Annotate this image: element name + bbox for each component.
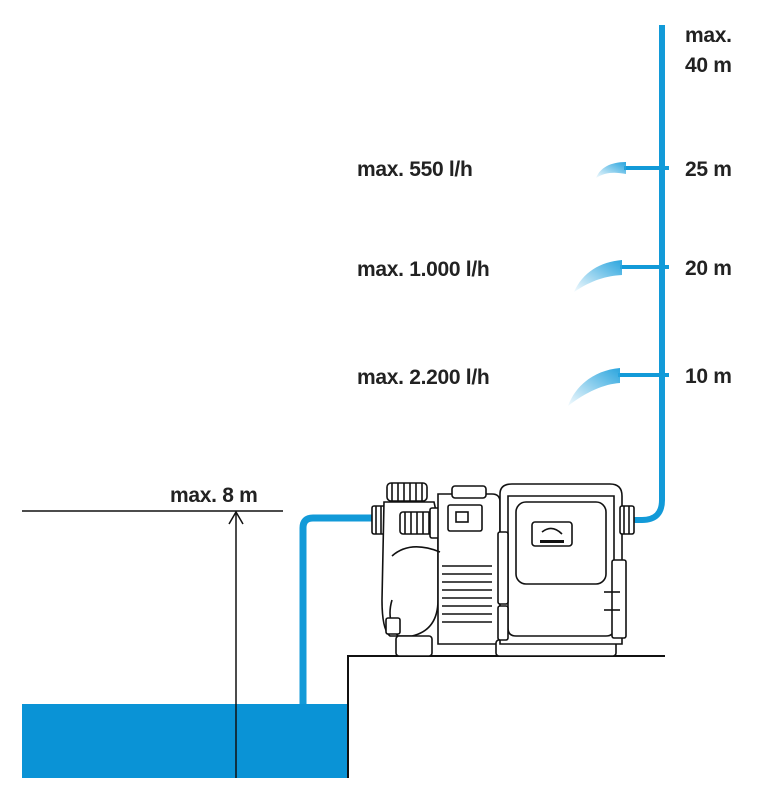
garden-pump-icon	[371, 482, 635, 657]
flow-1000-label: max. 1.000 l/h	[357, 258, 489, 281]
flow-2200-label: max. 2.200 l/h	[357, 366, 489, 389]
ground-shelf-line	[347, 655, 665, 778]
water-spray-icon	[574, 260, 622, 292]
flow-550-label: max. 550 l/h	[357, 158, 472, 181]
height-max-label-line1: max.	[685, 24, 732, 47]
water-reservoir	[22, 704, 348, 778]
pressure-pipe	[630, 25, 665, 523]
height-20-label: 20 m	[685, 257, 732, 280]
height-10-label: 10 m	[685, 365, 732, 388]
water-spray-icon	[596, 162, 626, 178]
water-spray-icon	[568, 368, 620, 406]
suction-depth-label: max. 8 m	[170, 484, 258, 507]
height-max-label-line2: 40 m	[685, 54, 732, 77]
height-25-label: 25 m	[685, 158, 732, 181]
suction-depth-arrow	[228, 510, 244, 778]
suction-pipe	[299, 514, 374, 704]
